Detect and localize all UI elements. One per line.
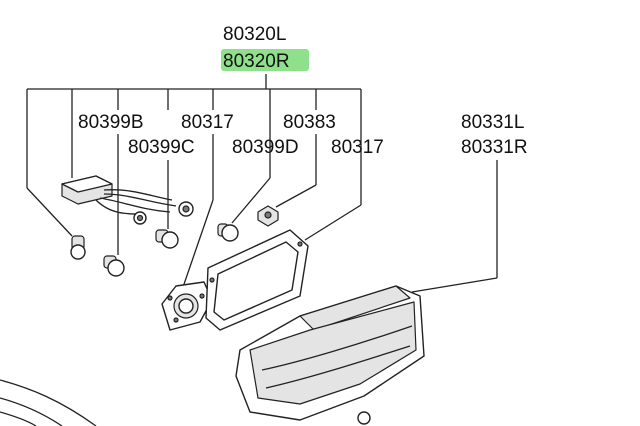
part-number-highlight <box>221 49 309 71</box>
part-number-80383[interactable]: 80383 <box>283 112 336 133</box>
part-number-80331r[interactable]: 80331R <box>461 137 528 158</box>
bulb-80399d <box>217 223 239 242</box>
part-number-80399c[interactable]: 80399C <box>128 137 195 158</box>
clip-80383 <box>257 205 279 227</box>
vehicle-body-outline <box>0 379 97 426</box>
part-number-80399d[interactable]: 80399D <box>232 137 299 158</box>
bulb-80399b-lower <box>103 255 125 277</box>
gasket-80317-large <box>205 229 309 331</box>
part-number-80331l[interactable]: 80331L <box>461 112 524 133</box>
part-number-80317-lower[interactable]: 80317 <box>331 137 384 158</box>
wiring-harness-80399b <box>61 175 194 225</box>
tail-lamp-lens-80331 <box>235 285 425 425</box>
part-number-80317-upper[interactable]: 80317 <box>181 112 234 133</box>
part-number-80320l[interactable]: 80320L <box>223 24 286 45</box>
part-number-80320r[interactable]: 80320R <box>223 51 290 72</box>
bulb-80399c <box>70 235 86 260</box>
leader-lines <box>26 74 498 293</box>
bulb-80399c-center <box>155 229 179 249</box>
part-number-80399b[interactable]: 80399B <box>78 112 144 133</box>
gasket-80317-small <box>161 281 213 331</box>
